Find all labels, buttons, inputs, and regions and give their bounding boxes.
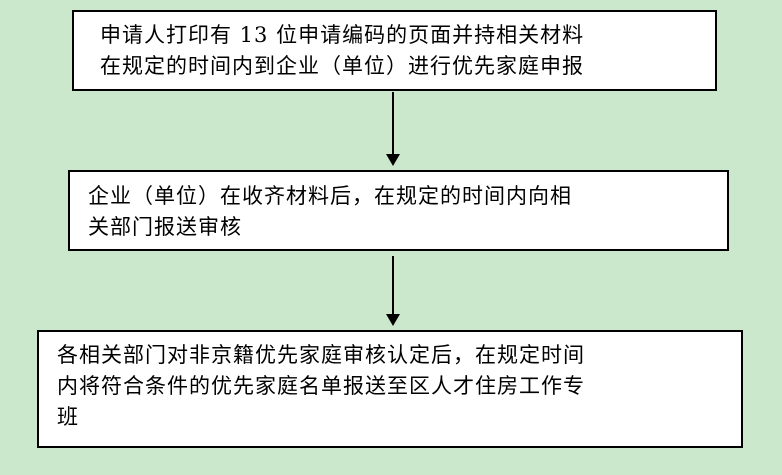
step-2-line-1: 企业（单位）在收齐材料后，在规定的时间内向相 <box>88 184 572 208</box>
step-1-line-2: 在规定的时间内到企业（单位）进行优先家庭申报 <box>100 54 584 78</box>
arrow-step-2-to-3 <box>386 256 400 326</box>
step-3-line-2: 内将符合条件的优先家庭名单报送至区人才住房工作专 <box>57 374 585 398</box>
step-3-box: 各相关部门对非京籍优先家庭审核认定后，在规定时间 内将符合条件的优先家庭名单报送… <box>37 330 743 448</box>
step-2-box: 企业（单位）在收齐材料后，在规定的时间内向相 关部门报送审核 <box>68 170 729 251</box>
step-1-line-1: 申请人打印有 13 位申请编码的页面并持相关材料 <box>100 23 585 47</box>
step-3-line-1: 各相关部门对非京籍优先家庭审核认定后，在规定时间 <box>57 343 585 367</box>
step-1-box: 申请人打印有 13 位申请编码的页面并持相关材料 在规定的时间内到企业（单位）进… <box>72 10 717 91</box>
step-3-line-3: 班 <box>57 405 79 429</box>
arrow-step-1-to-2 <box>386 92 400 166</box>
step-2-line-2: 关部门报送审核 <box>88 215 242 239</box>
